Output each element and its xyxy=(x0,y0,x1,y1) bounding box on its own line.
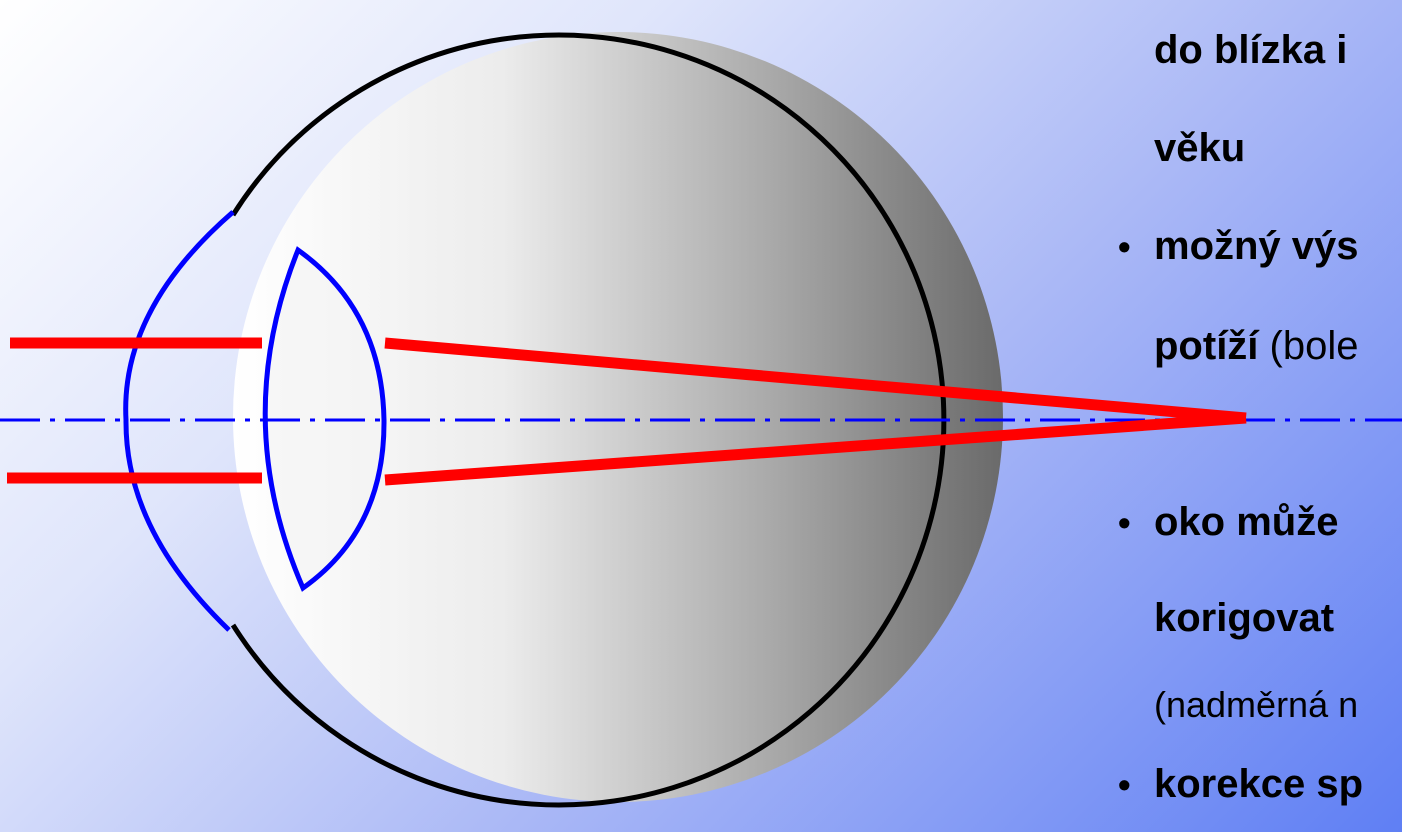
light-ray-top-refracted xyxy=(384,337,1247,424)
text-line-2: věku xyxy=(1154,126,1245,171)
bullet-icon: • xyxy=(1118,764,1131,805)
text-line-3-bold: možný výs xyxy=(1154,224,1359,268)
text-line-7-normal: (nadměrná n xyxy=(1154,684,1359,725)
eyeball xyxy=(233,32,1003,802)
text-line-6-bold: korigovat xyxy=(1154,596,1335,640)
text-line-8: • korekce sp xyxy=(1118,762,1364,807)
text-panel: do blízka i věku • možný výs potíží (bol… xyxy=(1113,0,1402,832)
text-line-7: (nadměrná n xyxy=(1154,684,1358,726)
text-line-6: korigovat xyxy=(1154,596,1334,641)
text-line-3: • možný výs xyxy=(1118,224,1359,269)
text-line-4: potíží (bole xyxy=(1154,324,1358,369)
bullet-icon: • xyxy=(1118,226,1131,267)
text-line-4-bold: potíží xyxy=(1154,324,1259,368)
text-line-8-bold: korekce sp xyxy=(1154,762,1364,806)
lens xyxy=(262,246,387,592)
text-line-2-bold: věku xyxy=(1154,126,1246,170)
text-line-4-normal: (bole xyxy=(1258,324,1359,368)
text-line-1-bold: do blízka i xyxy=(1154,28,1348,72)
bullet-icon: • xyxy=(1118,502,1131,543)
text-line-5: • oko může xyxy=(1118,500,1339,545)
light-ray-bottom-refracted xyxy=(384,412,1247,486)
text-line-5-bold: oko může xyxy=(1154,500,1339,544)
text-line-1: do blízka i xyxy=(1154,28,1347,73)
cornea xyxy=(123,210,235,632)
